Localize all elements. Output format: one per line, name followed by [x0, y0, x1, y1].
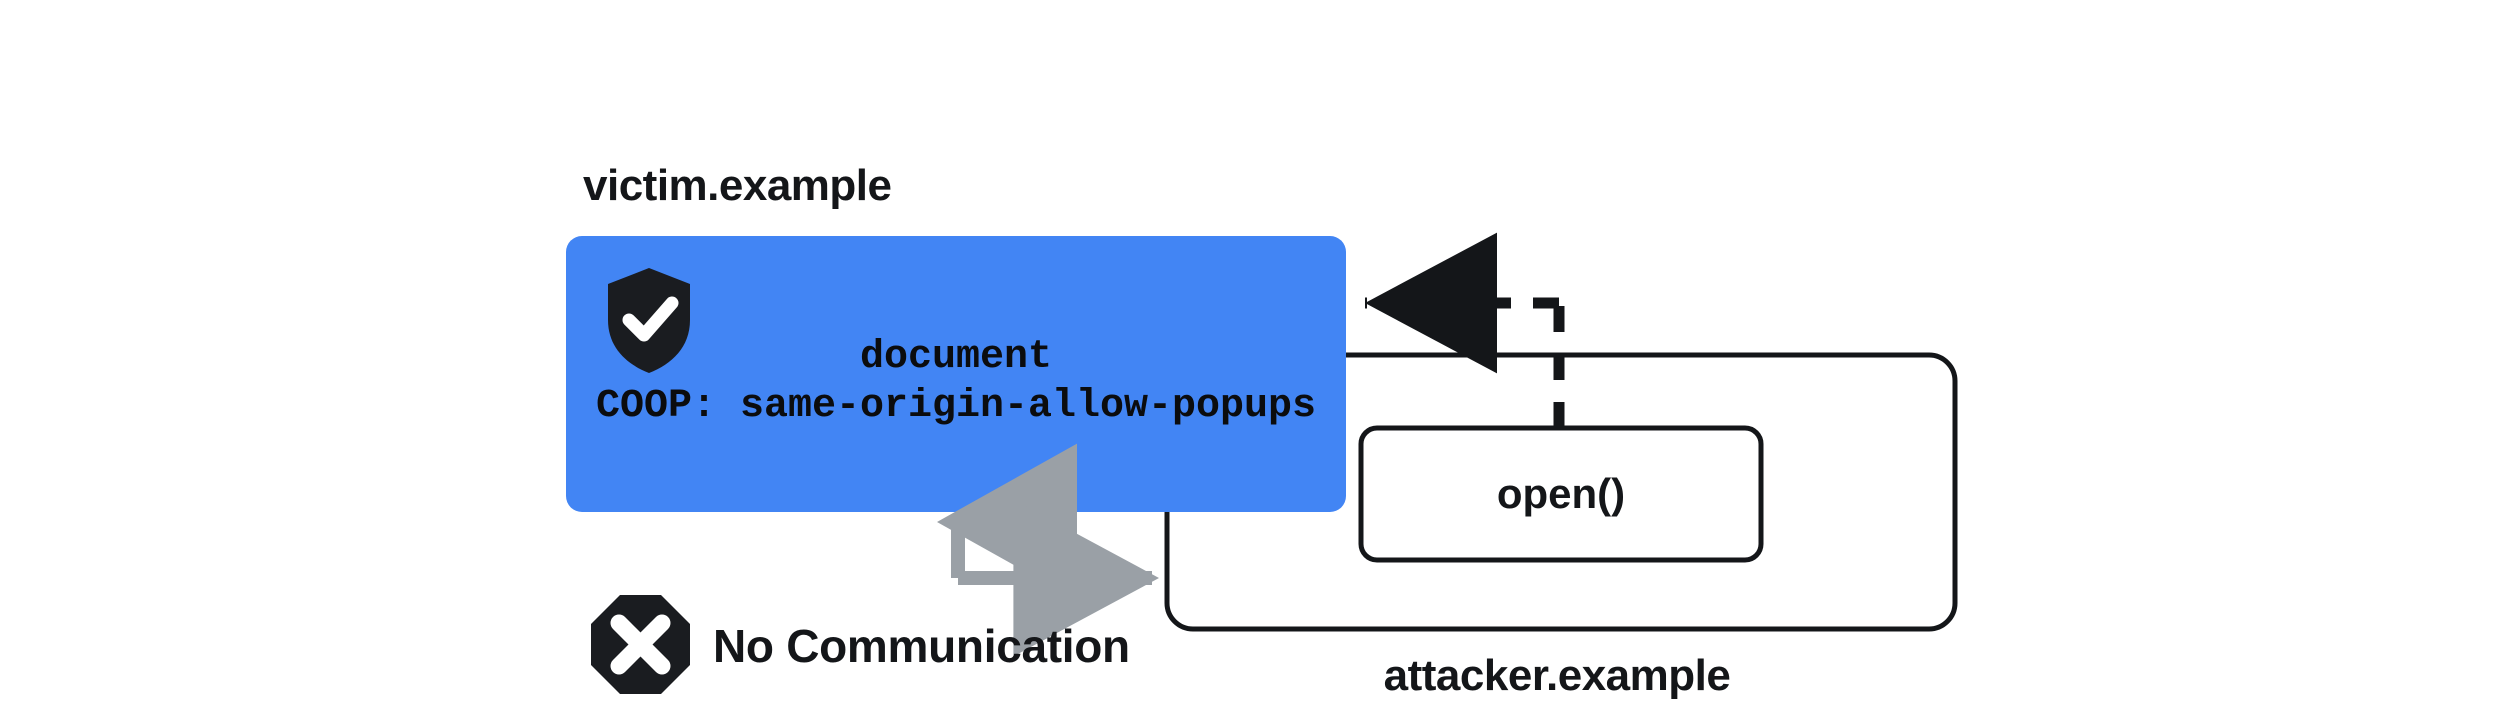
victim-coop-header-label: COOP: same-origin-allow-popups [596, 384, 1316, 429]
attacker-origin-label: attacker.example [1384, 651, 1731, 700]
victim-document-group: victim.example document COOP: same-origi… [566, 161, 1346, 512]
open-dashed-arrow [1365, 232, 1565, 428]
shield-check-icon [608, 268, 690, 373]
octagon-x-icon [591, 595, 690, 694]
no-communication-connector [937, 443, 1159, 657]
victim-document-label: document [860, 335, 1052, 380]
no-communication-label: No Communication [713, 620, 1130, 672]
victim-origin-label: victim.example [583, 161, 892, 210]
open-call-group[interactable]: open() [1358, 425, 1764, 563]
no-communication-label-group: No Communication [591, 595, 1130, 694]
open-call-label: open() [1497, 470, 1625, 517]
victim-document-card [566, 236, 1346, 512]
